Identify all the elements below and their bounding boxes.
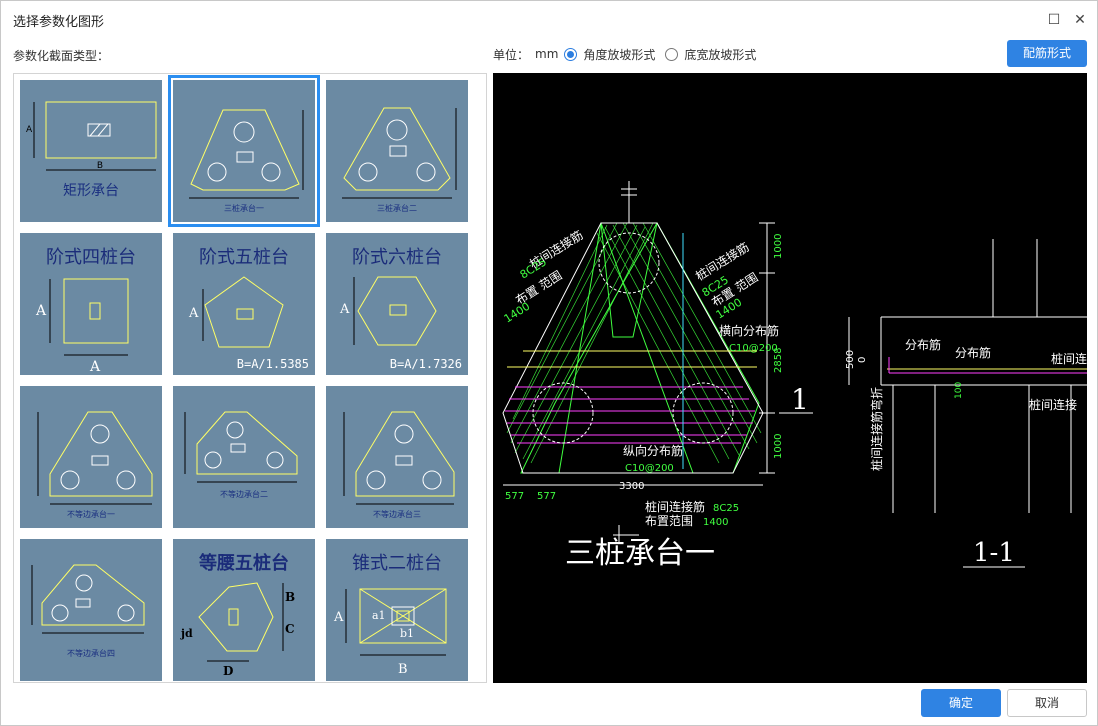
dim-a: A: [26, 125, 33, 135]
section-title: 1-1: [973, 538, 1015, 568]
dim-b: B: [285, 590, 295, 604]
window-title: 选择参数化图形: [13, 15, 105, 30]
unequal-4-diagram: [31, 564, 145, 634]
gallery-note: B=A/1.5385: [236, 357, 309, 371]
dim-jd: jd: [180, 627, 193, 640]
unit-label: 单位：: [493, 47, 530, 62]
dim-a: A: [35, 303, 47, 319]
gallery-label: 阶式四桩台: [46, 247, 136, 268]
radio-width-slope[interactable]: [665, 47, 679, 61]
gallery-item-unequal-2[interactable]: 不等边承台二: [173, 386, 315, 528]
unit-row: 单位： mm 角度放坡形式 底宽放坡形式: [493, 46, 762, 62]
gallery-label: 不等边承台二: [220, 490, 268, 499]
gallery-item-unequal-3[interactable]: 不等边承台三: [326, 386, 468, 528]
sec-dim-500: 500: [845, 350, 856, 369]
unequal-1-diagram: [37, 411, 153, 505]
step-five-pile-diagram: A: [188, 276, 284, 348]
title-bar: 选择参数化图形 ☐ ✕: [1, 1, 1097, 39]
dim-a: A: [188, 306, 199, 321]
dim-b: B: [398, 662, 408, 677]
dim-a: A: [339, 302, 350, 317]
rebar-form-button[interactable]: 配筋形式: [1007, 40, 1087, 67]
dim-2858: 2858: [773, 348, 784, 373]
ok-button[interactable]: 确定: [921, 689, 1001, 717]
section-mark: 1: [791, 383, 809, 416]
gallery-label: 不等边承台四: [67, 649, 115, 658]
gallery-label: 三桩承台二: [377, 204, 417, 213]
unequal-3-diagram: [343, 411, 455, 505]
gallery-label: 不等边承台一: [67, 510, 115, 519]
three-pile-2-diagram: [342, 107, 457, 199]
dim-c: C: [285, 622, 295, 636]
dim-a-bottom: A: [89, 359, 101, 375]
dim-1000-bot: 1000: [773, 434, 784, 459]
dim-d: D: [223, 664, 233, 678]
gallery-label: 阶式五桩台: [199, 247, 289, 268]
isosceles-five-diagram: B C D jd: [180, 582, 295, 678]
section-type-label: 参数化截面类型：: [13, 49, 110, 63]
sec-bent: 桩间连接筋弯折: [869, 387, 884, 471]
cad-drawing: 1000 2858 1000 1 577 577 3300 桩间连接筋 8C25…: [502, 181, 1087, 571]
dim-577a: 577: [505, 491, 524, 502]
preview-title: 三桩承台一: [565, 536, 715, 571]
gallery-item-three-pile-1[interactable]: 三桩承台一: [168, 75, 320, 227]
unequal-2-diagram: [184, 411, 298, 483]
three-pile-1-diagram: [189, 109, 304, 199]
gallery-label: 不等边承台三: [373, 510, 421, 519]
label-longitudinal-spec: C10@200: [625, 463, 674, 474]
step-six-pile-diagram: A: [339, 276, 437, 346]
gallery-label: 等腰五桩台: [199, 553, 289, 574]
label-transverse: 横向分布筋: [719, 323, 779, 338]
dim-b1: b1: [400, 627, 414, 640]
gallery-note: B=A/1.7326: [389, 357, 462, 371]
shape-gallery: B A 矩形承台 三桩承台一: [13, 73, 487, 683]
unit-value: mm: [535, 47, 559, 61]
gallery-label: 阶式六桩台: [352, 247, 442, 268]
cancel-button[interactable]: 取消: [1007, 689, 1087, 717]
rect-cap-diagram: B A: [26, 101, 157, 171]
gallery-label: 锥式二桩台: [352, 553, 442, 574]
gallery-item-step-five-pile[interactable]: A 阶式五桩台 B=A/1.5385: [173, 233, 315, 375]
close-icon[interactable]: ✕: [1074, 12, 1086, 28]
radio-angle-slope[interactable]: [564, 47, 578, 61]
dim-a1: a1: [372, 609, 386, 622]
gallery-item-three-pile-2[interactable]: 三桩承台二: [326, 80, 468, 222]
gallery-item-step-six-pile[interactable]: A 阶式六桩台 B=A/1.7326: [326, 233, 468, 375]
sec-dist2: 分布筋: [955, 345, 991, 360]
gallery-label: 矩形承台: [63, 183, 119, 199]
maximize-icon[interactable]: ☐: [1047, 12, 1061, 28]
gallery-label: 三桩承台一: [224, 204, 264, 213]
gallery-item-rect-cap[interactable]: B A 矩形承台: [20, 80, 162, 222]
sec-dist1: 分布筋: [905, 337, 941, 352]
gallery-item-unequal-4[interactable]: 不等边承台四: [20, 539, 162, 681]
label-bottom-link-spec: 8C25: [713, 503, 739, 514]
gallery-item-unequal-1[interactable]: 不等边承台一: [20, 386, 162, 528]
sec-link1: 桩间连: [1051, 351, 1087, 366]
sec-link2: 桩间连接: [1029, 397, 1077, 412]
gallery-item-isosceles-five[interactable]: B C D jd 等腰五桩台: [173, 539, 315, 681]
gallery-item-step-four-pile[interactable]: A A 阶式四桩台: [20, 233, 162, 375]
step-four-pile-diagram: A A: [35, 278, 129, 375]
dim-1000-top: 1000: [773, 234, 784, 259]
dim-a: A: [333, 610, 344, 625]
dim-3300: 3300: [619, 481, 644, 492]
label-bottom-arrange: 布置范围: [645, 514, 693, 528]
label-transverse-spec: C10@200: [729, 343, 778, 354]
sec-dim-0: 0: [857, 357, 868, 363]
label-bottom-link: 桩间连接筋: [645, 499, 705, 514]
cone-two-pile-diagram: A a1 b1 B: [333, 588, 447, 677]
gallery-item-cone-two-pile[interactable]: A a1 b1 B 锥式二桩台: [326, 539, 468, 681]
radio-angle-label[interactable]: 角度放坡形式: [583, 47, 656, 62]
dim-b: B: [97, 161, 103, 171]
sec-dim-100: 100: [954, 382, 964, 399]
label-longitudinal: 纵向分布筋: [623, 443, 683, 458]
label-bottom-arrange-val: 1400: [703, 517, 728, 528]
dim-577b: 577: [537, 491, 556, 502]
cad-preview: 1000 2858 1000 1 577 577 3300 桩间连接筋 8C25…: [493, 73, 1087, 683]
radio-width-label[interactable]: 底宽放坡形式: [684, 47, 757, 62]
